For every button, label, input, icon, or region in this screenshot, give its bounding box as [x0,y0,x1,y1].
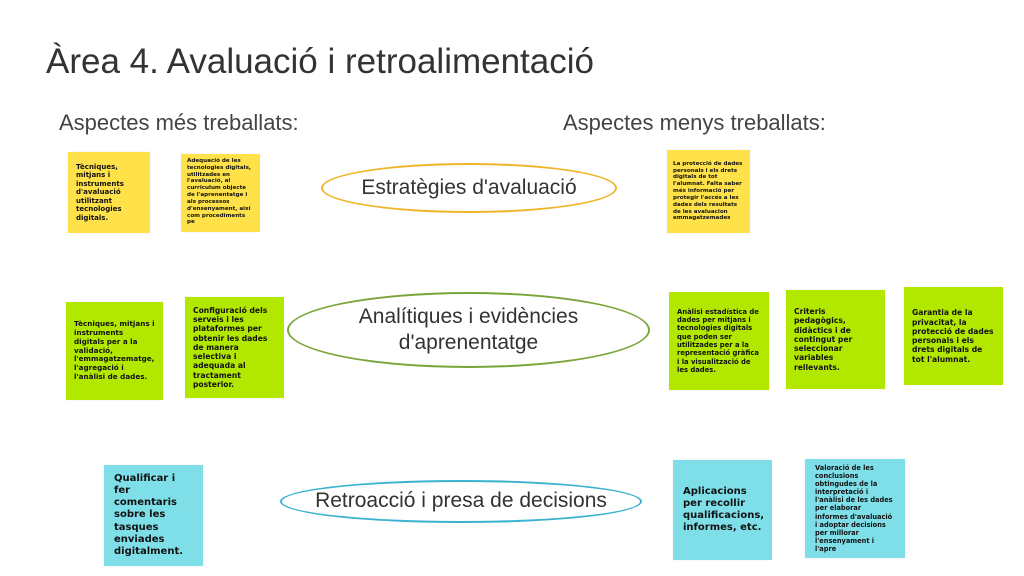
category-ellipse-strategies: Estratègies d'avaluació [321,163,617,213]
sticky-note: Tècniques, mitjans i instruments digital… [66,302,163,400]
category-ellipse-feedback: Retroacció i presa de decisions [280,480,642,523]
right-heading: Aspectes menys treballats: [563,110,826,135]
sticky-note: Tècniques, mitjans i instruments d'avalu… [68,152,150,233]
category-label: Estratègies d'avaluació [361,175,577,199]
category-label: Retroacció i presa de decisions [315,489,607,513]
category-ellipse-analytics: Analítiques i evidències d'aprenentatge [287,292,650,368]
sticky-note: Aplicacions per recollir qualificacions,… [673,460,772,560]
category-label: Analítiques i evidències d'aprenentatge [358,304,579,354]
sticky-note: Garantia de la privacitat, la protecció … [904,287,1003,385]
sticky-note: Criteris pedagògics, didàctics i de cont… [786,290,885,389]
sticky-note: Qualificar i fer comentaris sobre les ta… [104,465,203,566]
sticky-note: Configuració dels serveis i les platafor… [185,297,284,398]
sticky-note: Valoració de les conclusions obtingudes … [805,459,905,558]
sticky-note: Adequació de les tecnologies digitals, u… [181,154,260,232]
left-heading: Aspectes més treballats: [59,110,299,135]
slide-title: Àrea 4. Avaluació i retroalimentació [46,42,594,81]
sticky-note: Anàlisi estadística de dades per mitjans… [669,292,769,390]
sticky-note: La protecció de dades personals i els dr… [667,150,750,233]
